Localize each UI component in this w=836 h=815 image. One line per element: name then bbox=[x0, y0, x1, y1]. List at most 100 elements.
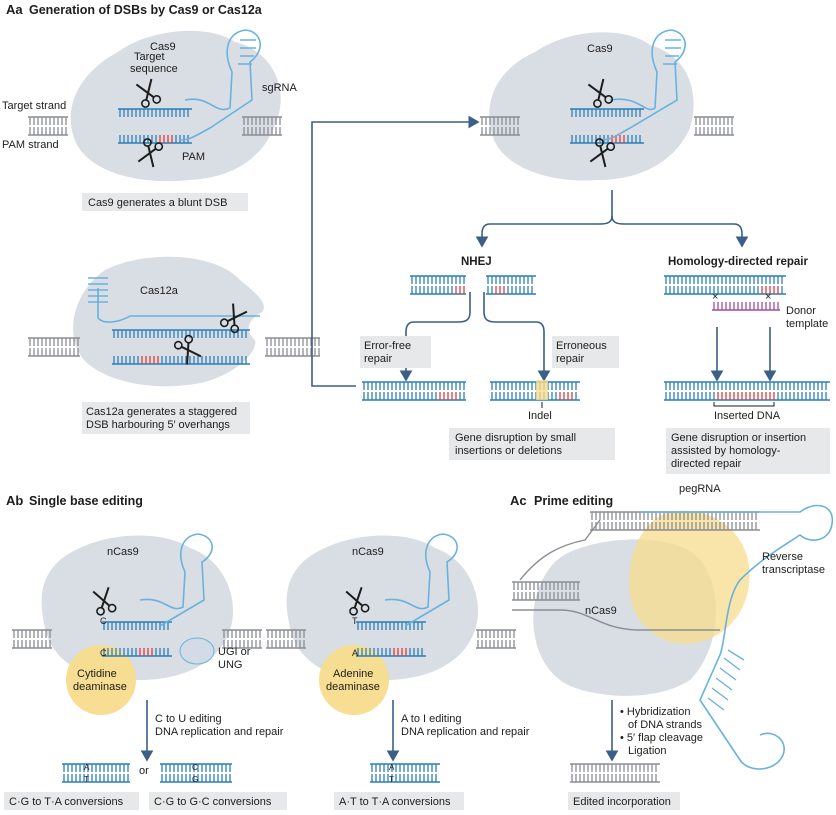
cytidine-deaminase bbox=[66, 645, 136, 715]
cas9-label: Cas9 bbox=[150, 41, 176, 53]
loop-back-arrow bbox=[311, 115, 480, 387]
caption-box bbox=[82, 402, 250, 434]
target-strand-label: Target strand bbox=[2, 100, 66, 112]
caption-box bbox=[666, 428, 830, 474]
svg-text:insertions or deletions: insertions or deletions bbox=[455, 445, 563, 457]
branch-arrows bbox=[475, 190, 613, 248]
panel-label-ab: Ab bbox=[6, 493, 23, 508]
svg-text:Cytidine: Cytidine bbox=[77, 668, 117, 680]
caption-box bbox=[360, 336, 431, 368]
svg-text:Ligation: Ligation bbox=[628, 745, 667, 757]
svg-text:• 5′ flap cleavage: • 5′ flap cleavage bbox=[620, 732, 703, 744]
svg-text:T: T bbox=[84, 775, 89, 784]
sgrna-ab-left bbox=[139, 533, 213, 627]
svg-text:Erroneous: Erroneous bbox=[556, 340, 607, 352]
sgrna-ab-mid bbox=[384, 533, 458, 627]
svg-text:DNA replication and repair: DNA replication and repair bbox=[155, 726, 284, 738]
svg-text:Gene disruption by small: Gene disruption by small bbox=[455, 432, 576, 444]
svg-text:UGI or: UGI or bbox=[218, 646, 251, 658]
nhej-heading: NHEJ bbox=[461, 256, 492, 268]
svg-text:T: T bbox=[352, 616, 358, 626]
pam-label: PAM bbox=[182, 151, 205, 163]
svg-text:A·T to T·A conversions: A·T to T·A conversions bbox=[339, 796, 451, 808]
caption-box bbox=[82, 193, 248, 211]
svg-text:directed repair: directed repair bbox=[671, 458, 742, 470]
svg-text:DSB harbouring 5′ overhangs: DSB harbouring 5′ overhangs bbox=[86, 419, 230, 431]
reverse-transcriptase bbox=[629, 510, 750, 644]
dna-ladders bbox=[12, 108, 830, 783]
svg-text:G: G bbox=[192, 775, 198, 784]
svg-text:Adenine: Adenine bbox=[333, 668, 373, 680]
panel-title-ab: Single base editing bbox=[29, 494, 143, 508]
panel-label-ac: Ac bbox=[510, 493, 527, 508]
pegrna bbox=[640, 504, 833, 770]
svg-text:Edited incorporation: Edited incorporation bbox=[573, 796, 671, 808]
svg-text:Donor: Donor bbox=[786, 305, 816, 317]
caption-box bbox=[149, 792, 287, 810]
sgrna-label: sgRNA bbox=[262, 82, 298, 94]
svg-text:Inserted DNA: Inserted DNA bbox=[714, 410, 781, 422]
svg-text:Indel: Indel bbox=[528, 410, 552, 422]
svg-text:nCas9: nCas9 bbox=[352, 546, 384, 558]
svg-text:• Hybridization: • Hybridization bbox=[620, 706, 691, 718]
svg-text:deaminase: deaminase bbox=[326, 681, 380, 693]
sgrna-left bbox=[179, 29, 261, 141]
caption-box bbox=[552, 336, 619, 368]
crrna-cas12a bbox=[97, 288, 260, 323]
svg-text:UNG: UNG bbox=[218, 659, 242, 671]
svg-text:transcriptase: transcriptase bbox=[762, 564, 825, 576]
svg-text:Cas12a generates a staggered: Cas12a generates a staggered bbox=[86, 406, 237, 418]
panel-label-aa: Aa bbox=[6, 2, 23, 17]
pam-strand-label: PAM strand bbox=[2, 139, 59, 151]
hdr-heading: Homology-directed repair bbox=[668, 256, 808, 268]
svg-text:of DNA strands: of DNA strands bbox=[628, 719, 702, 731]
svg-text:A: A bbox=[389, 763, 395, 772]
svg-text:×: × bbox=[712, 291, 718, 303]
svg-text:repair: repair bbox=[556, 353, 584, 365]
target-sequence-label: Target bbox=[134, 51, 165, 63]
caption-box bbox=[334, 792, 464, 810]
svg-text:C to U editing: C to U editing bbox=[155, 713, 222, 725]
svg-text:A: A bbox=[352, 648, 358, 658]
nhej-arrow-left bbox=[399, 292, 471, 382]
svg-text:A: A bbox=[84, 763, 90, 772]
cas9-right-label: Cas9 bbox=[587, 43, 613, 55]
svg-text:Cas9 generates a blunt DSB: Cas9 generates a blunt DSB bbox=[88, 197, 227, 209]
svg-text:pegRNA: pegRNA bbox=[679, 483, 721, 495]
svg-text:nCas9: nCas9 bbox=[585, 605, 617, 617]
sgrna-right bbox=[599, 29, 686, 141]
caption-box bbox=[449, 428, 615, 460]
svg-text:C·G to G·C conversions: C·G to G·C conversions bbox=[154, 796, 272, 808]
nhej-arrow-right bbox=[483, 292, 551, 382]
svg-text:or: or bbox=[139, 765, 149, 777]
svg-text:A to I editing: A to I editing bbox=[401, 713, 462, 725]
svg-text:C: C bbox=[100, 616, 107, 626]
svg-text:×: × bbox=[765, 291, 771, 303]
svg-text:C·G to T·A conversions: C·G to T·A conversions bbox=[9, 796, 124, 808]
svg-text:sequence: sequence bbox=[130, 63, 178, 75]
svg-text:Error-free: Error-free bbox=[364, 340, 411, 352]
svg-text:C: C bbox=[192, 763, 198, 772]
svg-text:T: T bbox=[389, 775, 394, 784]
panel-title-ac: Prime editing bbox=[534, 494, 613, 508]
cas12a-protein bbox=[73, 256, 264, 387]
cas12a-label: Cas12a bbox=[140, 285, 179, 297]
svg-text:Gene disruption or insertion: Gene disruption or insertion bbox=[671, 432, 806, 444]
svg-text:DNA replication and repair: DNA replication and repair bbox=[401, 726, 530, 738]
adenine-deaminase bbox=[319, 645, 389, 715]
svg-text:C: C bbox=[100, 648, 107, 658]
svg-text:Reverse: Reverse bbox=[762, 551, 803, 563]
svg-text:repair: repair bbox=[364, 353, 392, 365]
panel-title-aa: Generation of DSBs by Cas9 or Cas12a bbox=[29, 3, 263, 17]
caption-box bbox=[4, 792, 139, 810]
cas9-protein-left bbox=[70, 30, 281, 182]
flap-dna bbox=[519, 519, 601, 581]
svg-text:assisted by homology-: assisted by homology- bbox=[671, 445, 781, 457]
svg-text:nCas9: nCas9 bbox=[107, 546, 139, 558]
svg-text:template: template bbox=[786, 318, 828, 330]
caption-box bbox=[568, 792, 680, 810]
svg-text:deaminase: deaminase bbox=[73, 681, 127, 693]
ugi-ung-blob bbox=[179, 637, 215, 665]
